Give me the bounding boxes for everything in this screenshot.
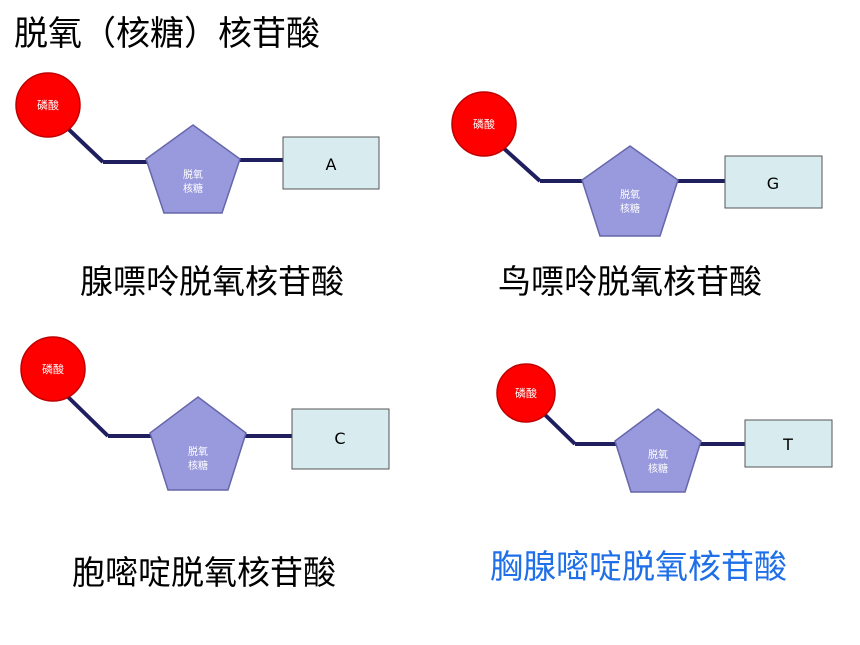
caption-guanine: 鸟嘌呤脱氧核苷酸 bbox=[498, 262, 762, 301]
base-label: T bbox=[782, 435, 793, 454]
caption-adenine: 腺嘌呤脱氧核苷酸 bbox=[80, 262, 344, 301]
phosphate-circle bbox=[15, 72, 81, 138]
sugar-label-line2: 核糖 bbox=[648, 462, 668, 475]
phosphate-circle bbox=[451, 91, 517, 157]
phosphate-bond bbox=[498, 143, 542, 183]
phosphate-label: 磷酸 bbox=[473, 117, 495, 131]
deoxyribose-pentagon bbox=[614, 408, 702, 493]
nucleotide-cytosine: 磷酸 脱氧 核糖 C bbox=[20, 336, 390, 491]
sugar-label-line1: 脱氧 bbox=[620, 188, 640, 201]
base-label: C bbox=[334, 429, 345, 448]
sugar-label-line1: 脱氧 bbox=[188, 445, 208, 458]
phosphate-label: 磷酸 bbox=[37, 98, 59, 112]
deoxyribose-pentagon bbox=[145, 124, 241, 214]
caption-thymine: 胸腺嘧啶脱氧核苷酸 bbox=[490, 547, 787, 586]
sugar-label-line1: 脱氧 bbox=[648, 448, 668, 461]
page-title: 脱氧（核糖）核苷酸 bbox=[14, 14, 320, 54]
nucleotide-adenine: 磷酸 脱氧 核糖 A bbox=[15, 72, 380, 214]
sugar-label-line2: 核糖 bbox=[183, 182, 203, 195]
sugar-label-line2: 核糖 bbox=[188, 459, 208, 472]
base-box bbox=[282, 136, 380, 190]
phosphate-label: 磷酸 bbox=[515, 386, 537, 400]
sugar-label-line1: 脱氧 bbox=[183, 168, 203, 181]
phosphate-circle bbox=[496, 363, 556, 423]
base-label: A bbox=[326, 155, 337, 174]
nucleotide-thymine: 磷酸 脱氧 核糖 T bbox=[496, 363, 833, 493]
deoxyribose-pentagon bbox=[581, 145, 679, 237]
phosphate-circle bbox=[20, 336, 86, 402]
phosphate-bond bbox=[64, 393, 110, 438]
base-label: G bbox=[767, 174, 779, 193]
caption-cytosine: 胞嘧啶脱氧核苷酸 bbox=[72, 553, 336, 592]
base-box bbox=[744, 419, 833, 468]
nucleotide-guanine: 磷酸 脱氧 核糖 G bbox=[451, 91, 823, 237]
sugar-label-line2: 核糖 bbox=[620, 202, 640, 215]
base-box bbox=[724, 155, 823, 209]
phosphate-label: 磷酸 bbox=[42, 362, 64, 376]
base-box bbox=[291, 408, 390, 470]
deoxyribose-pentagon bbox=[149, 396, 247, 491]
